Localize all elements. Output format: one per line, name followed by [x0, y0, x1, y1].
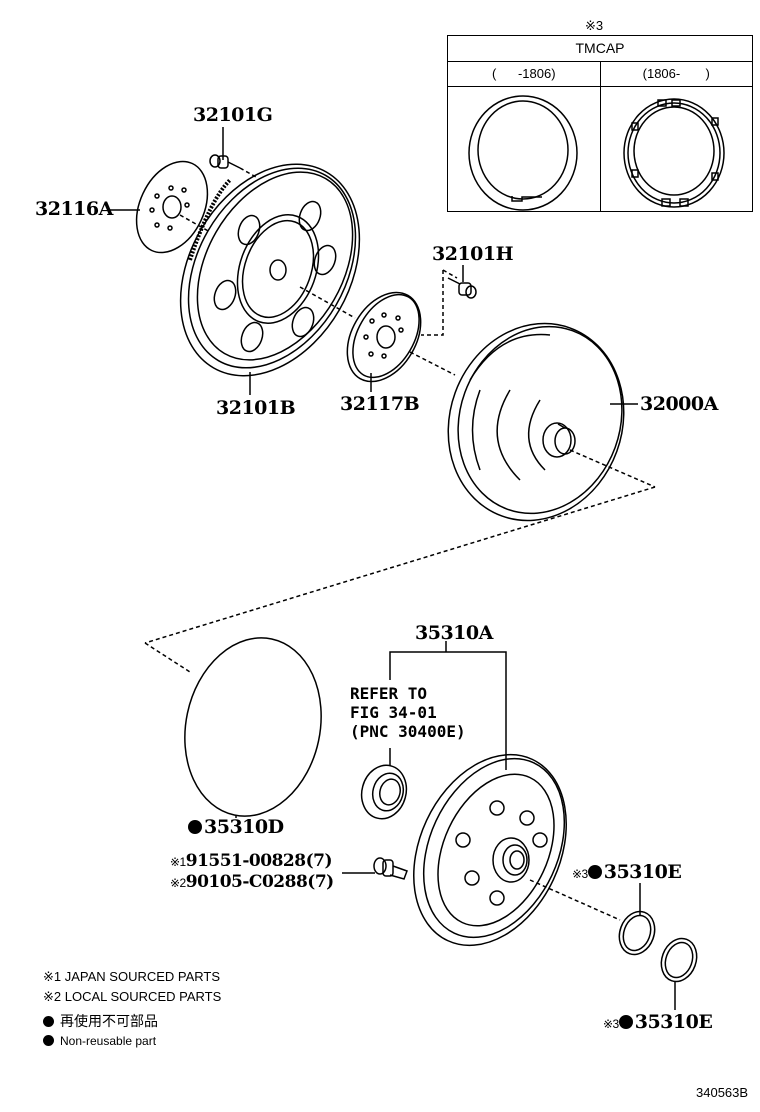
- part-label-35310A[interactable]: 35310A: [415, 622, 493, 644]
- non-reusable-dot-icon: [618, 1015, 633, 1029]
- tmcap-ring-new: [623, 98, 725, 208]
- reference-note: REFER TO FIG 34-01 (PNC 30400E): [350, 684, 466, 741]
- pump-bolt: [342, 857, 408, 880]
- torque-converter-32000A: [144, 322, 656, 644]
- part-label-32117B[interactable]: 32117B: [340, 393, 420, 415]
- part-label-32101G[interactable]: 32101G: [193, 104, 273, 126]
- tmcap-marker: ※3: [603, 1017, 619, 1031]
- part-label-32101B[interactable]: 32101B: [216, 397, 296, 419]
- legend-japan-sourced: ※1 JAPAN SOURCED PARTS: [43, 969, 221, 984]
- inset-title: TMCAP: [448, 36, 752, 62]
- figure-id: 340563B: [696, 1085, 749, 1100]
- drive-plate-32101B: [179, 163, 361, 395]
- bolt-32101H: [421, 265, 477, 336]
- non-reusable-dot-icon: [188, 820, 202, 834]
- inset-column-headers: ( -1806) (1806- ): [448, 62, 752, 87]
- legend-local-sourced: ※2 LOCAL SOURCED PARTS: [43, 989, 222, 1004]
- plate-32117B: [346, 291, 456, 392]
- o-ring-35310E-b: [660, 937, 698, 1010]
- inset-note-marker: ※3: [585, 18, 604, 33]
- oil-pump-35310A: [413, 753, 621, 947]
- local-marker: ※2: [170, 876, 186, 890]
- part-label-32116A[interactable]: 32116A: [35, 198, 113, 220]
- oil-seal: [360, 764, 408, 820]
- part-label-bolt-local[interactable]: ※290105-C0288(7): [170, 872, 334, 892]
- tmcap-ring-old: [468, 95, 578, 211]
- legend-non-reusable-jp: 再使用不可部品: [43, 1014, 158, 1028]
- part-label-35310D[interactable]: 35310D: [188, 818, 284, 837]
- inset-images: [448, 87, 752, 211]
- bolt-32101G: [209, 127, 257, 178]
- bracket-35310A: [389, 641, 507, 770]
- legend-non-reusable-en: Non-reusable part: [43, 1035, 156, 1047]
- part-label-bolt-japan[interactable]: ※191551-00828(7): [170, 851, 333, 871]
- tmcap-marker: ※3: [572, 867, 588, 881]
- non-reusable-dot-icon: [587, 865, 602, 879]
- o-ring-35310E-a: [618, 883, 656, 956]
- o-ring-35310D: [144, 637, 322, 818]
- inset-col-after-1806: (1806- ): [642, 66, 710, 81]
- japan-marker: ※1: [170, 855, 186, 869]
- plate-32116A: [110, 160, 211, 254]
- non-reusable-dot-icon: [43, 1035, 54, 1046]
- part-label-32000A[interactable]: 32000A: [640, 393, 718, 415]
- inset-col-before-1806: ( -1806): [448, 62, 601, 86]
- non-reusable-dot-icon: [43, 1016, 54, 1027]
- part-label-32101H[interactable]: 32101H: [432, 243, 514, 265]
- tmcap-inset-table: TMCAP ( -1806) (1806- ): [447, 35, 753, 212]
